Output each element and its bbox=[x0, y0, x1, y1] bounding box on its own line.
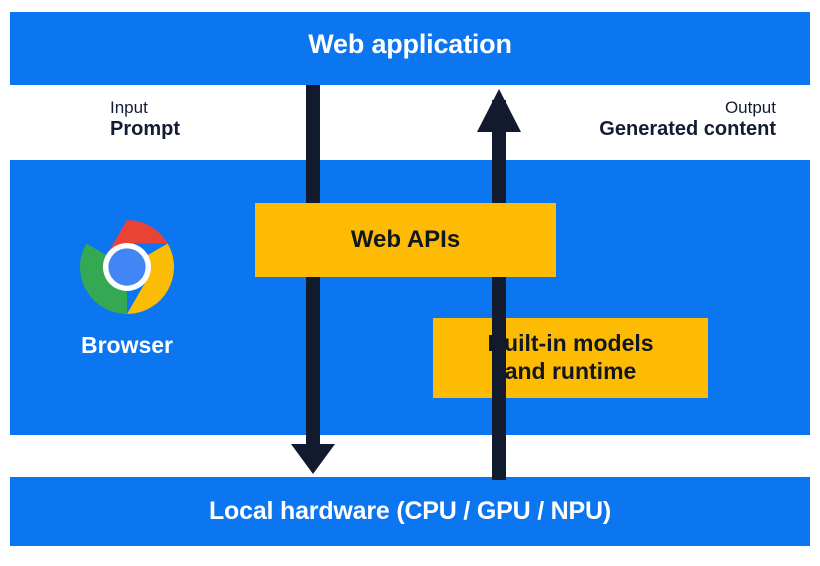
browser-group: Browser bbox=[62, 218, 192, 359]
output-label-group: Output Generated content bbox=[599, 98, 776, 142]
builtin-models-line-2: and runtime bbox=[504, 358, 637, 384]
local-hardware-title: Local hardware (CPU / GPU / NPU) bbox=[208, 497, 611, 525]
web-application-band bbox=[10, 12, 810, 85]
chrome-logo-icon bbox=[80, 219, 174, 315]
web-application-title: Web application bbox=[308, 29, 512, 59]
browser-label: Browser bbox=[80, 332, 174, 358]
input-kind-label: Input bbox=[110, 98, 148, 117]
local-hardware-band bbox=[10, 477, 810, 546]
builtin-models-line-1: Built-in models bbox=[487, 330, 654, 357]
output-kind-label: Output bbox=[724, 98, 776, 117]
input-label-group: Input Prompt bbox=[110, 98, 180, 142]
web-apis-box: Web APIs bbox=[255, 203, 556, 277]
input-value-label: Prompt bbox=[110, 118, 180, 141]
web-apis-box-label: Web APIs bbox=[350, 225, 461, 253]
generated-content-arrow-head bbox=[477, 89, 521, 132]
builtin-models-box-label: Built-in models and runtime bbox=[487, 330, 653, 385]
builtin-models-box: Built-in models and runtime bbox=[433, 318, 708, 398]
output-value-label: Generated content bbox=[599, 118, 776, 141]
prompt-arrow-head bbox=[291, 444, 335, 474]
